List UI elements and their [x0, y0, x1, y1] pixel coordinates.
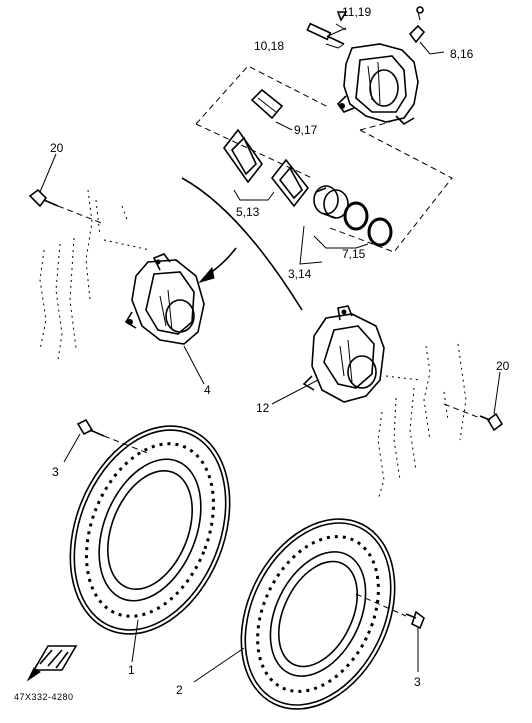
seal-rings: [343, 201, 393, 247]
right-fork-ghost: [377, 343, 467, 501]
label-11-19: 11,19: [342, 5, 371, 19]
brake-pad-left: [223, 128, 263, 184]
label-9-17: 9,17: [294, 123, 318, 137]
label-20-right: 20: [496, 359, 510, 373]
disc-bolt-right: [355, 593, 425, 672]
label-3-14: 3,14: [288, 267, 312, 281]
right-caliper: [271, 305, 385, 405]
bleed-bolt-parts: [306, 11, 348, 45]
direction-bracket-symbol: [26, 645, 78, 682]
label-7-15: 7,15: [342, 247, 366, 261]
label-4: 4: [204, 383, 211, 397]
disc-bolt-left: [63, 418, 151, 463]
piston-part: [313, 185, 349, 219]
label-2: 2: [176, 683, 183, 697]
right-brake-disc: [193, 518, 396, 710]
label-1: 1: [128, 663, 135, 677]
leader-lines-upper: [233, 27, 445, 265]
diagram-code: 47X332-4280: [14, 692, 74, 702]
label-3-right: 3: [414, 675, 421, 689]
left-brake-disc: [69, 425, 231, 663]
label-5-13: 5,13: [236, 205, 260, 219]
caliper-bolt-right: [443, 371, 504, 432]
brake-pad-right: [270, 158, 310, 208]
label-10-18: 10,18: [254, 39, 284, 53]
group-outline-dashed: [195, 65, 453, 253]
label-20-left: 20: [50, 141, 64, 155]
label-3-left: 3: [52, 465, 59, 479]
left-caliper: [124, 253, 205, 385]
bleed-cap-part: [408, 6, 426, 44]
label-8-16: 8,16: [450, 47, 474, 61]
label-12: 12: [256, 401, 270, 415]
left-fork-ghost: [39, 189, 151, 361]
direction-arrow: [181, 177, 303, 311]
pad-shim-part: [250, 88, 293, 131]
caliper-bolt-left: [28, 153, 105, 225]
upper-caliper-assembly: [336, 43, 419, 126]
